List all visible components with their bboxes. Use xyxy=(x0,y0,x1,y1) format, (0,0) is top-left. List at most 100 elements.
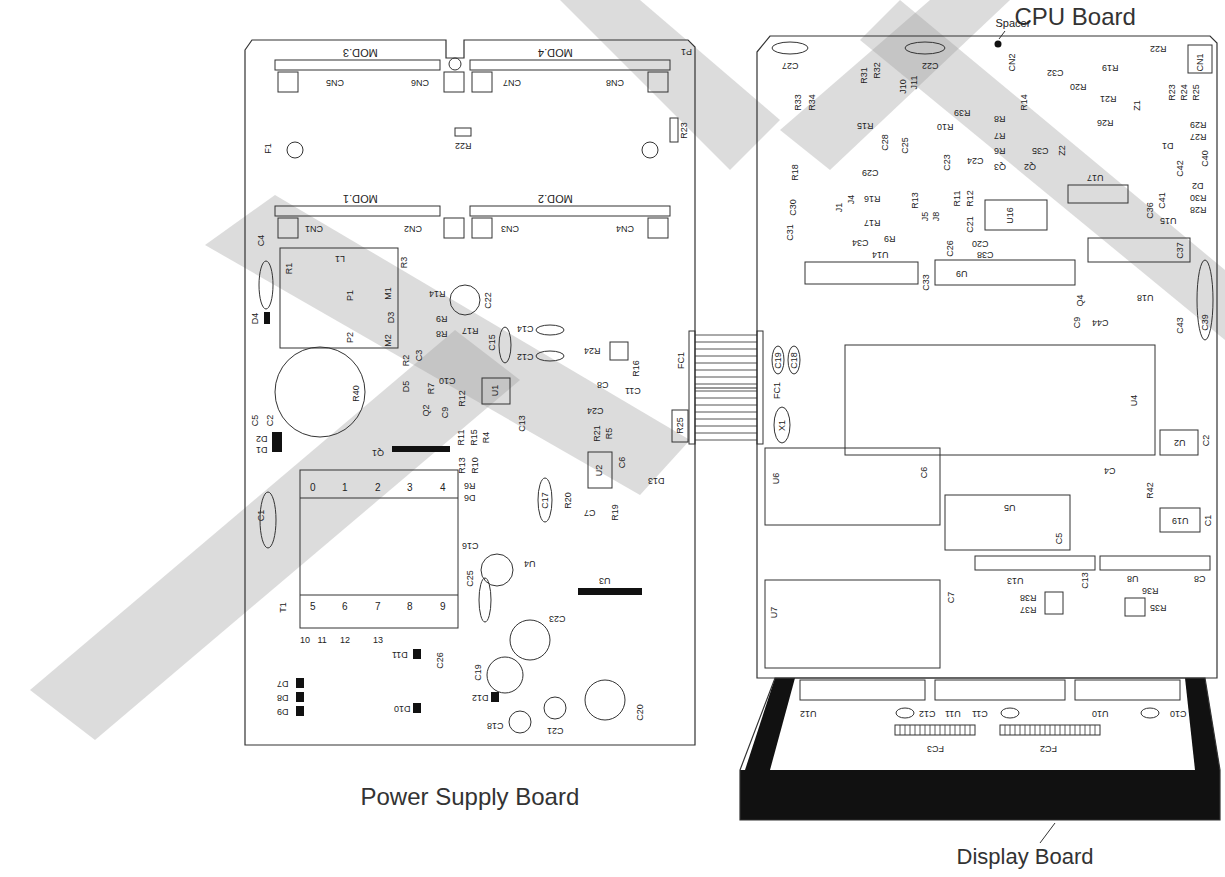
capacitor-symbol xyxy=(487,657,523,693)
pin-number: 0 xyxy=(310,483,316,493)
part-label: R7 xyxy=(994,131,1006,140)
part-label: R13 xyxy=(910,192,919,209)
pin-header xyxy=(444,218,464,238)
leader-line xyxy=(999,31,1005,39)
part-label: U2 xyxy=(1174,438,1186,447)
part-label: CN1 xyxy=(1196,53,1205,71)
pin-number: 1 xyxy=(342,483,348,493)
part-label: C5 xyxy=(1055,532,1064,544)
part-label: U3 xyxy=(599,576,611,585)
part-label: MOD.2 xyxy=(538,193,573,204)
part-label: CN2 xyxy=(1008,53,1017,71)
part-label: R7 xyxy=(427,382,436,394)
crystal-symbol xyxy=(774,407,790,443)
part-label: D2 xyxy=(256,434,268,443)
part-label: C7 xyxy=(584,508,596,517)
part-label: MOD.1 xyxy=(343,193,378,204)
part-label: C36 xyxy=(1145,202,1154,219)
part-label: C38 xyxy=(977,250,994,259)
part-label: CN6 xyxy=(411,78,429,87)
part-label: C31 xyxy=(785,224,794,241)
pin-number: 11 xyxy=(318,636,327,645)
part-label: R3 xyxy=(400,256,409,268)
part-label: U11 xyxy=(945,709,961,718)
pin-number: 13 xyxy=(373,636,383,645)
capacitor-symbol xyxy=(538,478,552,522)
resistor-symbol xyxy=(455,128,471,136)
part-label: R39 xyxy=(954,108,971,117)
ic-outline xyxy=(765,580,940,668)
capacitor-symbol xyxy=(544,697,566,719)
cpu-parts xyxy=(765,31,1213,668)
transformer-line xyxy=(300,595,458,596)
part-label: T1 xyxy=(278,602,287,613)
capacitor-symbol xyxy=(450,285,480,315)
part-label: C29 xyxy=(862,168,879,177)
board-edge xyxy=(245,40,695,745)
pin-number: 6 xyxy=(342,602,348,612)
ic-outline xyxy=(935,680,1065,700)
ic-outline xyxy=(800,680,925,700)
board-title: Power Supply Board xyxy=(361,785,580,809)
part-label: U18 xyxy=(1137,293,1154,302)
module-connector xyxy=(470,60,670,70)
part-label: U6 xyxy=(772,472,781,484)
ribbon-cable xyxy=(695,387,757,388)
pin-header xyxy=(472,218,492,238)
pin-number: 9 xyxy=(440,602,446,612)
part-label: Q2 xyxy=(422,404,431,416)
transistor-bar xyxy=(392,446,450,452)
capacitor-symbol xyxy=(1141,708,1159,718)
resistor-symbol xyxy=(670,118,678,142)
part-label: C8 xyxy=(597,380,609,389)
part-label: R15 xyxy=(469,429,478,446)
part-label: C3 xyxy=(415,349,424,361)
part-label: C34 xyxy=(852,238,869,247)
part-label: C22 xyxy=(922,61,939,70)
part-label: R2 xyxy=(402,354,411,366)
part-label: R20 xyxy=(1070,82,1087,91)
part-label: FC2 xyxy=(1040,744,1057,753)
part-label: D5 xyxy=(402,380,411,392)
module-connector xyxy=(470,206,670,216)
part-label: J11 xyxy=(910,75,919,89)
ic-outline xyxy=(945,495,1070,550)
part-label: C15 xyxy=(487,334,496,351)
connector-outline xyxy=(1188,45,1212,73)
diode-mark xyxy=(296,706,304,716)
part-label: R42 xyxy=(1145,482,1154,499)
part-label: R17 xyxy=(462,326,479,335)
pin-number: 7 xyxy=(375,602,381,612)
part-label: C30 xyxy=(788,199,797,216)
part-label: C27 xyxy=(782,61,799,70)
part-label: J4 xyxy=(847,194,856,204)
capacitor-symbol xyxy=(510,620,550,660)
part-label: CN3 xyxy=(501,224,519,233)
part-label: C19 xyxy=(473,664,482,681)
ribbon-plug xyxy=(757,331,763,444)
ic-outline xyxy=(1160,430,1198,455)
part-label: C4 xyxy=(1104,466,1116,475)
part-label: D7 xyxy=(277,679,289,688)
part-label: FC1 xyxy=(677,351,686,368)
part-label: C22 xyxy=(483,292,492,309)
part-label: C20 xyxy=(635,704,644,721)
part-label: C44 xyxy=(1092,318,1109,327)
part-label: R1 xyxy=(285,262,294,274)
board-edge xyxy=(740,678,1220,820)
watermark-stroke xyxy=(560,0,780,170)
part-label: R28 xyxy=(1190,205,1207,214)
part-label: U17 xyxy=(1087,173,1104,182)
ic-outline xyxy=(1100,556,1210,570)
diode-mark xyxy=(296,678,304,688)
part-label: R23 xyxy=(679,122,688,139)
board-title: CPU Board xyxy=(1015,5,1136,29)
part-label: C9 xyxy=(441,406,450,418)
part-label: CN8 xyxy=(606,78,624,87)
ic-outline xyxy=(1160,508,1200,532)
part-label: FC3 xyxy=(927,744,944,753)
part-label: C12 xyxy=(517,352,534,361)
pin-header xyxy=(444,72,464,92)
part-label: C4 xyxy=(257,234,266,246)
ic-outline xyxy=(805,262,918,284)
